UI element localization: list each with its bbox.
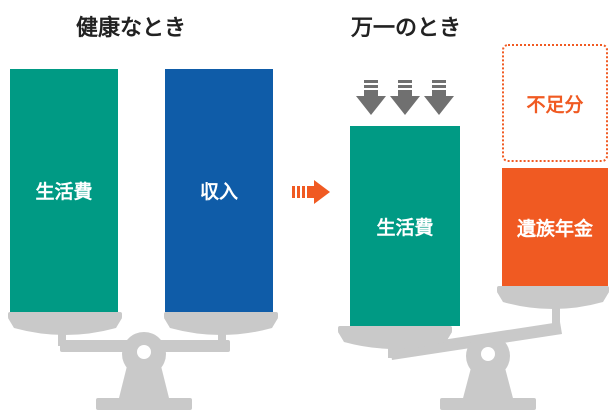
survivor-pension-label: 遺族年金 bbox=[516, 217, 593, 240]
down-arrow-icon bbox=[390, 80, 420, 115]
left-balance-scale bbox=[8, 312, 278, 410]
shortfall-label: 不足分 bbox=[526, 93, 584, 116]
shortfall-box: 不足分 bbox=[502, 44, 608, 162]
living-cost-label-left: 生活費 bbox=[35, 181, 93, 203]
down-arrow-icons bbox=[356, 80, 454, 115]
down-arrow-icon bbox=[356, 80, 386, 115]
survivor-pension-block: 遺族年金 bbox=[502, 168, 608, 286]
living-cost-block-left: 生活費 bbox=[10, 69, 118, 312]
living-cost-label-right: 生活費 bbox=[376, 216, 434, 239]
living-cost-block-right: 生活費 bbox=[350, 126, 460, 326]
transition-arrow-icon bbox=[292, 180, 330, 204]
income-block: 収入 bbox=[165, 69, 273, 312]
left-title: 健康なとき bbox=[76, 16, 187, 41]
right-balance-scale bbox=[338, 286, 609, 410]
down-arrow-icon bbox=[424, 80, 454, 115]
income-label: 収入 bbox=[199, 181, 238, 203]
right-title: 万一のとき bbox=[351, 16, 462, 41]
